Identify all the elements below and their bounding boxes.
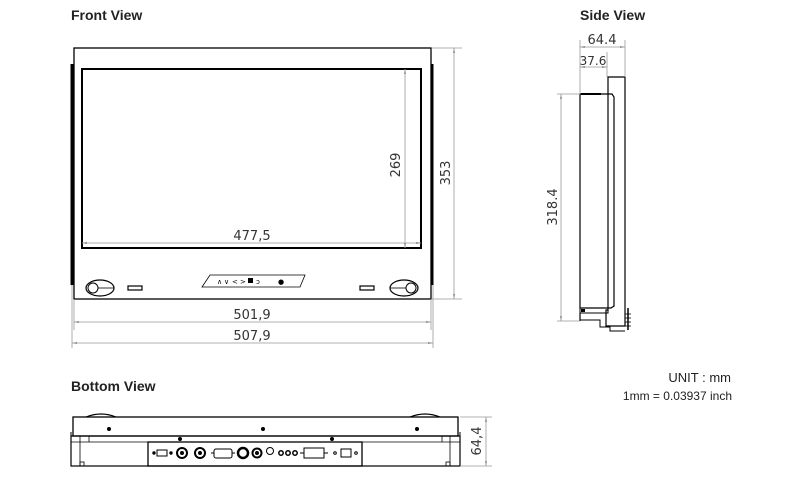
dim-screen-height: 269 [389,153,404,178]
bnc-port-icon [251,447,263,459]
dim-panel-height: 318.4 [546,188,561,225]
front-bezel-outline [73,47,432,300]
rca-port-icon [292,450,298,456]
down-icon: ∨ [224,278,229,286]
up-icon: ∧ [217,278,222,286]
side-knob-icon [625,308,631,330]
power-icon: ● [278,278,284,286]
menu-icon [248,278,253,283]
led-icon [333,451,337,455]
rca-port-icon [278,450,284,456]
dim-bottom-depth: 64,4 [470,427,485,456]
screen-area [81,68,422,249]
usb-b-port-icon [340,448,352,458]
front-panel-profile [579,93,615,309]
rear-housing [605,76,626,327]
led-icon [152,451,156,455]
dvi-port-icon [303,447,325,459]
audio-jack-small-icon [266,447,274,455]
ports [152,446,358,460]
connector-panel [147,441,363,467]
left-speaker-slot [127,285,143,291]
left-handle-icon [85,279,115,297]
bnc-port-icon [194,447,206,459]
dim-overall-depth: 64.4 [588,33,617,48]
right-handle-icon [389,279,419,297]
dim-overall-height: 353 [439,161,454,186]
control-strip [201,274,306,288]
bottom-view-title: Bottom View [71,378,156,394]
right-icon: > [240,278,246,286]
front-view-title: Front View [71,7,143,23]
side-view-title: Side View [580,7,646,23]
vga-port-icon [213,448,233,459]
dim-bezel-width: 501,9 [233,308,270,323]
return-icon: ↄ [256,278,260,286]
control-buttons: ∧ ∨ < > ↄ ● [217,278,284,286]
left-icon: < [232,278,238,286]
bottom-rear-housing [70,435,461,467]
dim-screen-width: 477,5 [233,229,270,244]
led-icon [354,451,358,455]
side-view-drawing: 64.4 37.6 318.4 [546,33,631,332]
bottom-view-drawing: 64,4 [70,413,492,467]
unit-conversion: 1mm = 0.03937 inch [622,389,732,403]
front-view-drawing: ∧ ∨ < > ↄ ● 477,5 269 [70,47,462,348]
dim-front-depth: 37.6 [580,54,607,68]
bnc-port-icon [236,446,250,460]
dim-overall-width: 507,9 [233,329,270,344]
unit-label: UNIT : mm [668,370,731,385]
usb-port-icon [156,449,168,457]
rca-port-icon [285,450,291,456]
bottom-bezel [72,416,459,437]
right-speaker-slot [359,285,375,291]
audio-jack-icon [176,447,188,459]
